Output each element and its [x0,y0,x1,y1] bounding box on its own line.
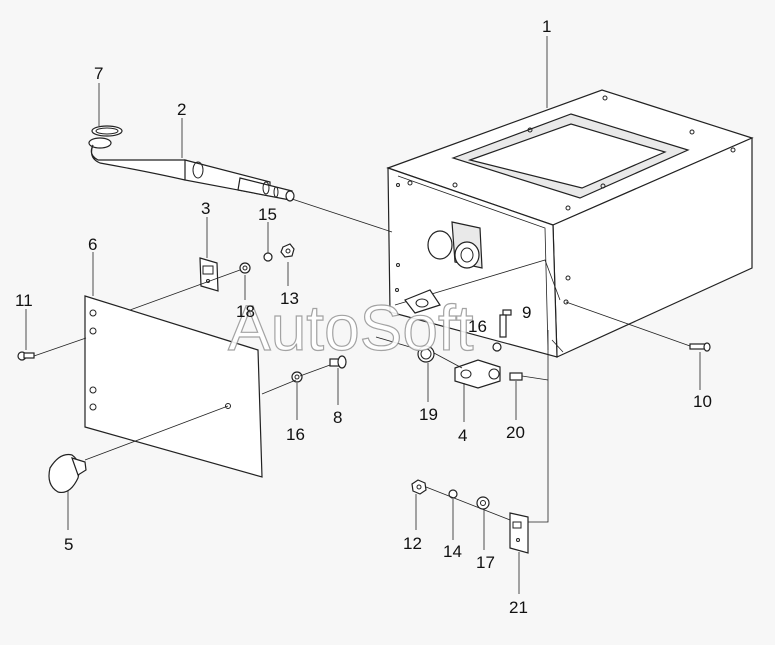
callout-2: 2 [177,100,186,119]
part-1-box-housing [386,89,754,358]
part-15-spring-washer [263,252,273,262]
callout-1: 1 [542,17,551,36]
part-9-pin [499,309,512,338]
callout-7: 7 [94,64,103,83]
part-17-washer [476,496,490,510]
callout-6: 6 [88,235,97,254]
part-12-nut [411,479,427,495]
callout-10: 10 [693,392,712,411]
callout-20: 20 [506,423,525,442]
part-6-cover-plate [84,295,263,478]
assembly-lines [33,198,691,523]
callout-14: 14 [443,542,462,561]
part-10-screw [689,342,711,352]
part-7-ring [91,125,123,137]
callout-15: 15 [258,205,277,224]
callout-5: 5 [64,535,73,554]
part-16-washer-b [492,342,502,352]
part-4-clamp-block [454,359,501,389]
part-13-nut [280,243,295,258]
part-16-washer-a [291,371,303,383]
callout-leaders [25,36,701,594]
callout-16-left: 16 [286,425,305,444]
part-5-knob [48,453,87,494]
callout-21: 21 [509,598,528,617]
callout-13: 13 [280,289,299,308]
part-21-hinge [509,512,529,554]
callout-4: 4 [458,426,467,445]
part-8-bolt [329,355,347,369]
callout-8: 8 [333,408,342,427]
callout-3: 3 [201,199,210,218]
callout-16-right: 16 [468,317,487,336]
callout-17: 17 [476,553,495,572]
watermark: AutoSoft [228,292,474,364]
part-11-screw [17,351,35,361]
part-18-washer [239,262,251,274]
part-20-set-screw [509,372,523,381]
callout-labels: 1 2 3 4 5 6 7 8 9 10 11 12 13 14 15 16 1… [15,17,712,617]
part-3-hinge [199,257,219,292]
part-19-circlip [417,345,435,363]
callout-9: 9 [522,303,531,322]
callout-19: 19 [419,405,438,424]
callout-18: 18 [236,302,255,321]
callout-11: 11 [15,291,33,310]
part-2-lever-rod [88,137,295,202]
callout-12: 12 [403,534,422,553]
